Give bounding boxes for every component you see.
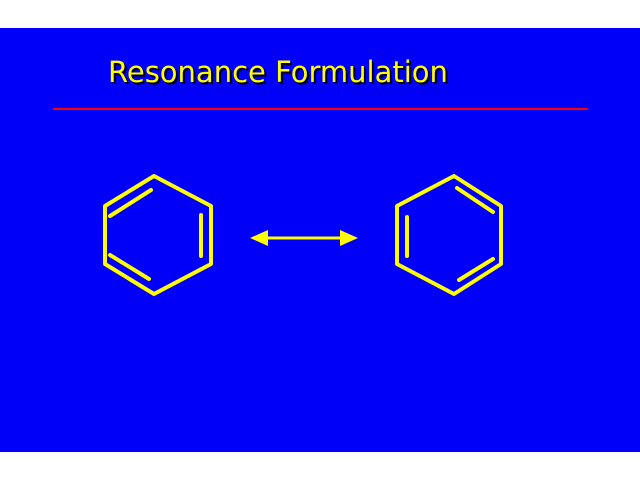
benzene-ring-left <box>103 174 213 296</box>
double-bond-right-bottom <box>457 257 495 282</box>
double-bond-left-top <box>108 188 153 218</box>
benzene-structure-left <box>103 174 213 296</box>
slide: Resonance Formulation <box>0 28 640 452</box>
double-bond-left-bottom <box>108 253 151 281</box>
benzene-structure-right <box>395 174 503 296</box>
title-divider-line <box>53 108 588 110</box>
benzene-ring-right <box>395 174 503 296</box>
arrow-head-right <box>340 230 358 246</box>
slide-title: Resonance Formulation <box>108 55 448 89</box>
arrow-head-left <box>250 230 268 246</box>
resonance-arrow <box>250 230 358 246</box>
double-bond-right-top <box>455 186 495 214</box>
resonance-diagram <box>103 174 503 296</box>
